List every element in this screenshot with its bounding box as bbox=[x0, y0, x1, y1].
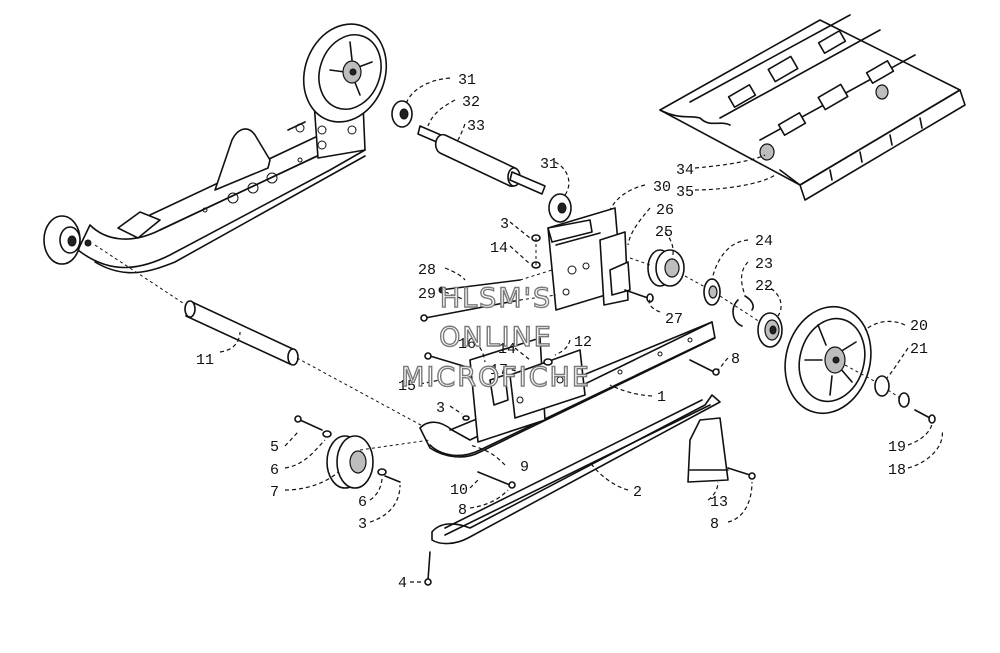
callout-22: 22 bbox=[755, 278, 773, 295]
callout-33: 33 bbox=[467, 118, 485, 135]
callout-14: 14 bbox=[490, 240, 508, 257]
callout-leaders bbox=[219, 77, 943, 583]
callout-17: 17 bbox=[490, 362, 508, 379]
callout-24: 24 bbox=[755, 233, 773, 250]
callout-29: 29 bbox=[418, 286, 436, 303]
callout-26: 26 bbox=[656, 202, 674, 219]
callout-20: 20 bbox=[910, 318, 928, 335]
callout-5: 5 bbox=[270, 439, 279, 456]
watermark-line-2: ONLINE bbox=[439, 322, 553, 353]
callout-18: 18 bbox=[888, 462, 906, 479]
callout-21: 21 bbox=[910, 341, 928, 358]
callout-8: 8 bbox=[710, 516, 719, 533]
callout-30: 30 bbox=[653, 179, 671, 196]
callout-34: 34 bbox=[676, 162, 694, 179]
callout-16: 16 bbox=[458, 336, 476, 353]
callout-4: 4 bbox=[398, 575, 407, 592]
axle-components bbox=[629, 249, 783, 348]
watermark-line-1: HLSM'S bbox=[440, 283, 552, 314]
callout-15: 15 bbox=[398, 378, 416, 395]
callout-7: 7 bbox=[270, 484, 279, 501]
callout-27: 27 bbox=[665, 311, 683, 328]
callout-25: 25 bbox=[655, 224, 673, 241]
callout-35: 35 bbox=[676, 184, 694, 201]
callout-19: 19 bbox=[888, 439, 906, 456]
callout-6: 6 bbox=[270, 462, 279, 479]
callout-9: 9 bbox=[520, 459, 529, 476]
callout-1: 1 bbox=[657, 389, 666, 406]
callout-13: 13 bbox=[710, 494, 728, 511]
watermark: HLSM'S ONLINE MICROFICHE bbox=[400, 282, 591, 393]
right-slide-rail-assembly bbox=[419, 321, 756, 586]
callout-32: 32 bbox=[462, 94, 480, 111]
callout-14: 14 bbox=[498, 341, 516, 358]
callout-11: 11 bbox=[196, 352, 214, 369]
shaft-assembly bbox=[391, 100, 572, 223]
callout-31: 31 bbox=[458, 72, 476, 89]
callout-6: 6 bbox=[358, 494, 367, 511]
track-section bbox=[659, 14, 966, 201]
callout-3: 3 bbox=[500, 216, 509, 233]
callout-23: 23 bbox=[755, 256, 773, 273]
callout-8: 8 bbox=[731, 351, 740, 368]
front-roller-assembly bbox=[294, 415, 431, 489]
left-slide-rail-assembly bbox=[43, 23, 388, 274]
watermark-line-3: MICROFICHE bbox=[401, 362, 591, 393]
callout-3: 3 bbox=[358, 516, 367, 533]
callout-3: 3 bbox=[436, 400, 445, 417]
callout-10: 10 bbox=[450, 482, 468, 499]
axle-tube bbox=[94, 244, 431, 431]
callout-8: 8 bbox=[458, 502, 467, 519]
callout-31: 31 bbox=[540, 156, 558, 173]
mount-bracket bbox=[420, 207, 654, 322]
callout-labels: 31 32 33 31 30 26 25 3 14 28 29 24 23 22… bbox=[196, 72, 928, 592]
callout-2: 2 bbox=[633, 484, 642, 501]
callout-28: 28 bbox=[418, 262, 436, 279]
idler-wheel-right bbox=[784, 305, 936, 424]
callout-12: 12 bbox=[574, 334, 592, 351]
